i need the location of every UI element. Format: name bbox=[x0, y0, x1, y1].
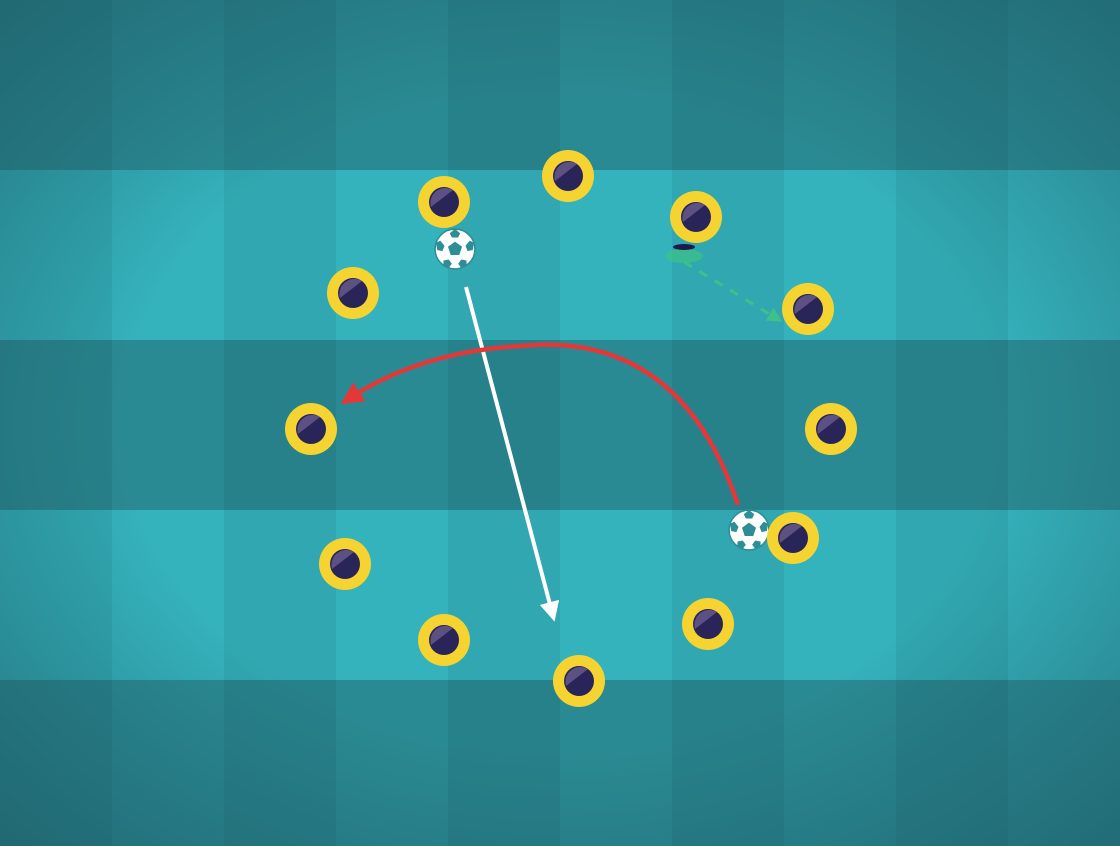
player-marker bbox=[682, 598, 734, 650]
player-marker bbox=[418, 614, 470, 666]
player-marker bbox=[319, 538, 371, 590]
player-marker bbox=[553, 655, 605, 707]
player-marker bbox=[767, 512, 819, 564]
player-marker bbox=[327, 267, 379, 319]
player-marker bbox=[670, 191, 722, 243]
player-marker bbox=[805, 403, 857, 455]
player-marker bbox=[418, 176, 470, 228]
soccer-ball-icon bbox=[435, 229, 475, 269]
soccer-ball-icon bbox=[729, 510, 769, 550]
player-marker bbox=[542, 150, 594, 202]
player-marker bbox=[782, 283, 834, 335]
player-marker bbox=[285, 403, 337, 455]
